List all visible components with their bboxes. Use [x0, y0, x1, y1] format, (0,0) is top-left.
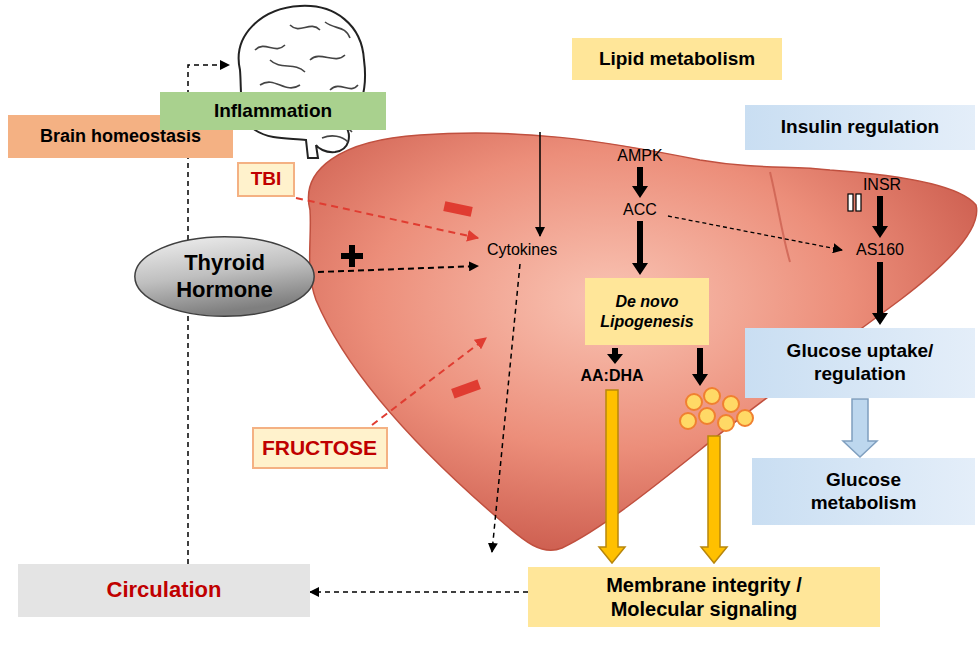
pathway-arrow — [872, 196, 888, 238]
pathway-label: AS160 — [856, 241, 904, 259]
node-text: De novo Lipogenesis — [595, 292, 699, 330]
node-text: TBI — [251, 168, 282, 191]
minus-sign — [443, 201, 472, 217]
pathway-label: INSR — [863, 176, 901, 194]
pathway-arrow — [632, 167, 648, 198]
node-text: Lipid metabolism — [599, 48, 755, 71]
connector — [187, 158, 189, 564]
node-text: Circulation — [107, 577, 222, 603]
output-arrow — [599, 390, 625, 563]
pathway-arrow — [692, 348, 708, 386]
connector — [843, 399, 877, 457]
inhibition-arrow — [296, 198, 478, 238]
node-text: FRUCTOSE — [262, 435, 377, 460]
liver-illustration — [308, 133, 976, 550]
process-box: De novo Lipogenesis — [585, 278, 709, 345]
receptor-mark — [848, 194, 853, 211]
node-text: Membrane integrity / Molecular signaling — [574, 573, 834, 621]
pathway-arrow — [607, 348, 623, 364]
node-text: Glucose metabolism — [789, 469, 939, 515]
ellipse-shape — [135, 237, 314, 317]
process-box: Glucose metabolism — [752, 458, 975, 525]
node-text: Inflammation — [214, 100, 332, 123]
hormone-ellipse: Thyroid Hormone — [133, 235, 316, 318]
diet-box: FRUCTOSE — [252, 427, 388, 469]
node-text: Insulin regulation — [781, 116, 939, 139]
process-box: Glucose uptake/ regulation — [745, 328, 975, 398]
brain-illustration — [239, 6, 365, 158]
dashed-arrow — [492, 264, 520, 552]
lipid-droplets — [680, 388, 753, 431]
node-text: Thyroid Hormone — [165, 250, 285, 303]
pathway-label: AA:DHA — [580, 367, 643, 385]
circulation-box: Circulation — [18, 564, 310, 617]
dashed-arrow — [668, 216, 842, 250]
dashed-arrow — [318, 266, 478, 272]
node-text: Glucose uptake/ regulation — [773, 340, 948, 386]
output-arrow — [701, 436, 727, 563]
inhibition-arrow — [372, 338, 486, 425]
arrow — [539, 132, 541, 236]
plus-sign — [349, 245, 355, 267]
pathway-label: ACC — [623, 201, 657, 219]
injury-box: TBI — [237, 162, 295, 197]
category-box: Insulin regulation — [745, 105, 975, 150]
connector — [310, 591, 528, 593]
category-box: Lipid metabolism — [572, 38, 782, 80]
receptor-mark — [856, 194, 861, 211]
pathway-arrow — [872, 262, 888, 325]
outcome-box: Membrane integrity / Molecular signaling — [528, 567, 880, 627]
pathway-label: AMPK — [617, 147, 662, 165]
pathway-label: Cytokines — [487, 241, 557, 259]
pathway-arrow — [632, 221, 648, 275]
inflammation-box: Inflammation — [160, 92, 386, 130]
liver-fissure — [770, 172, 790, 262]
minus-sign — [451, 380, 481, 399]
